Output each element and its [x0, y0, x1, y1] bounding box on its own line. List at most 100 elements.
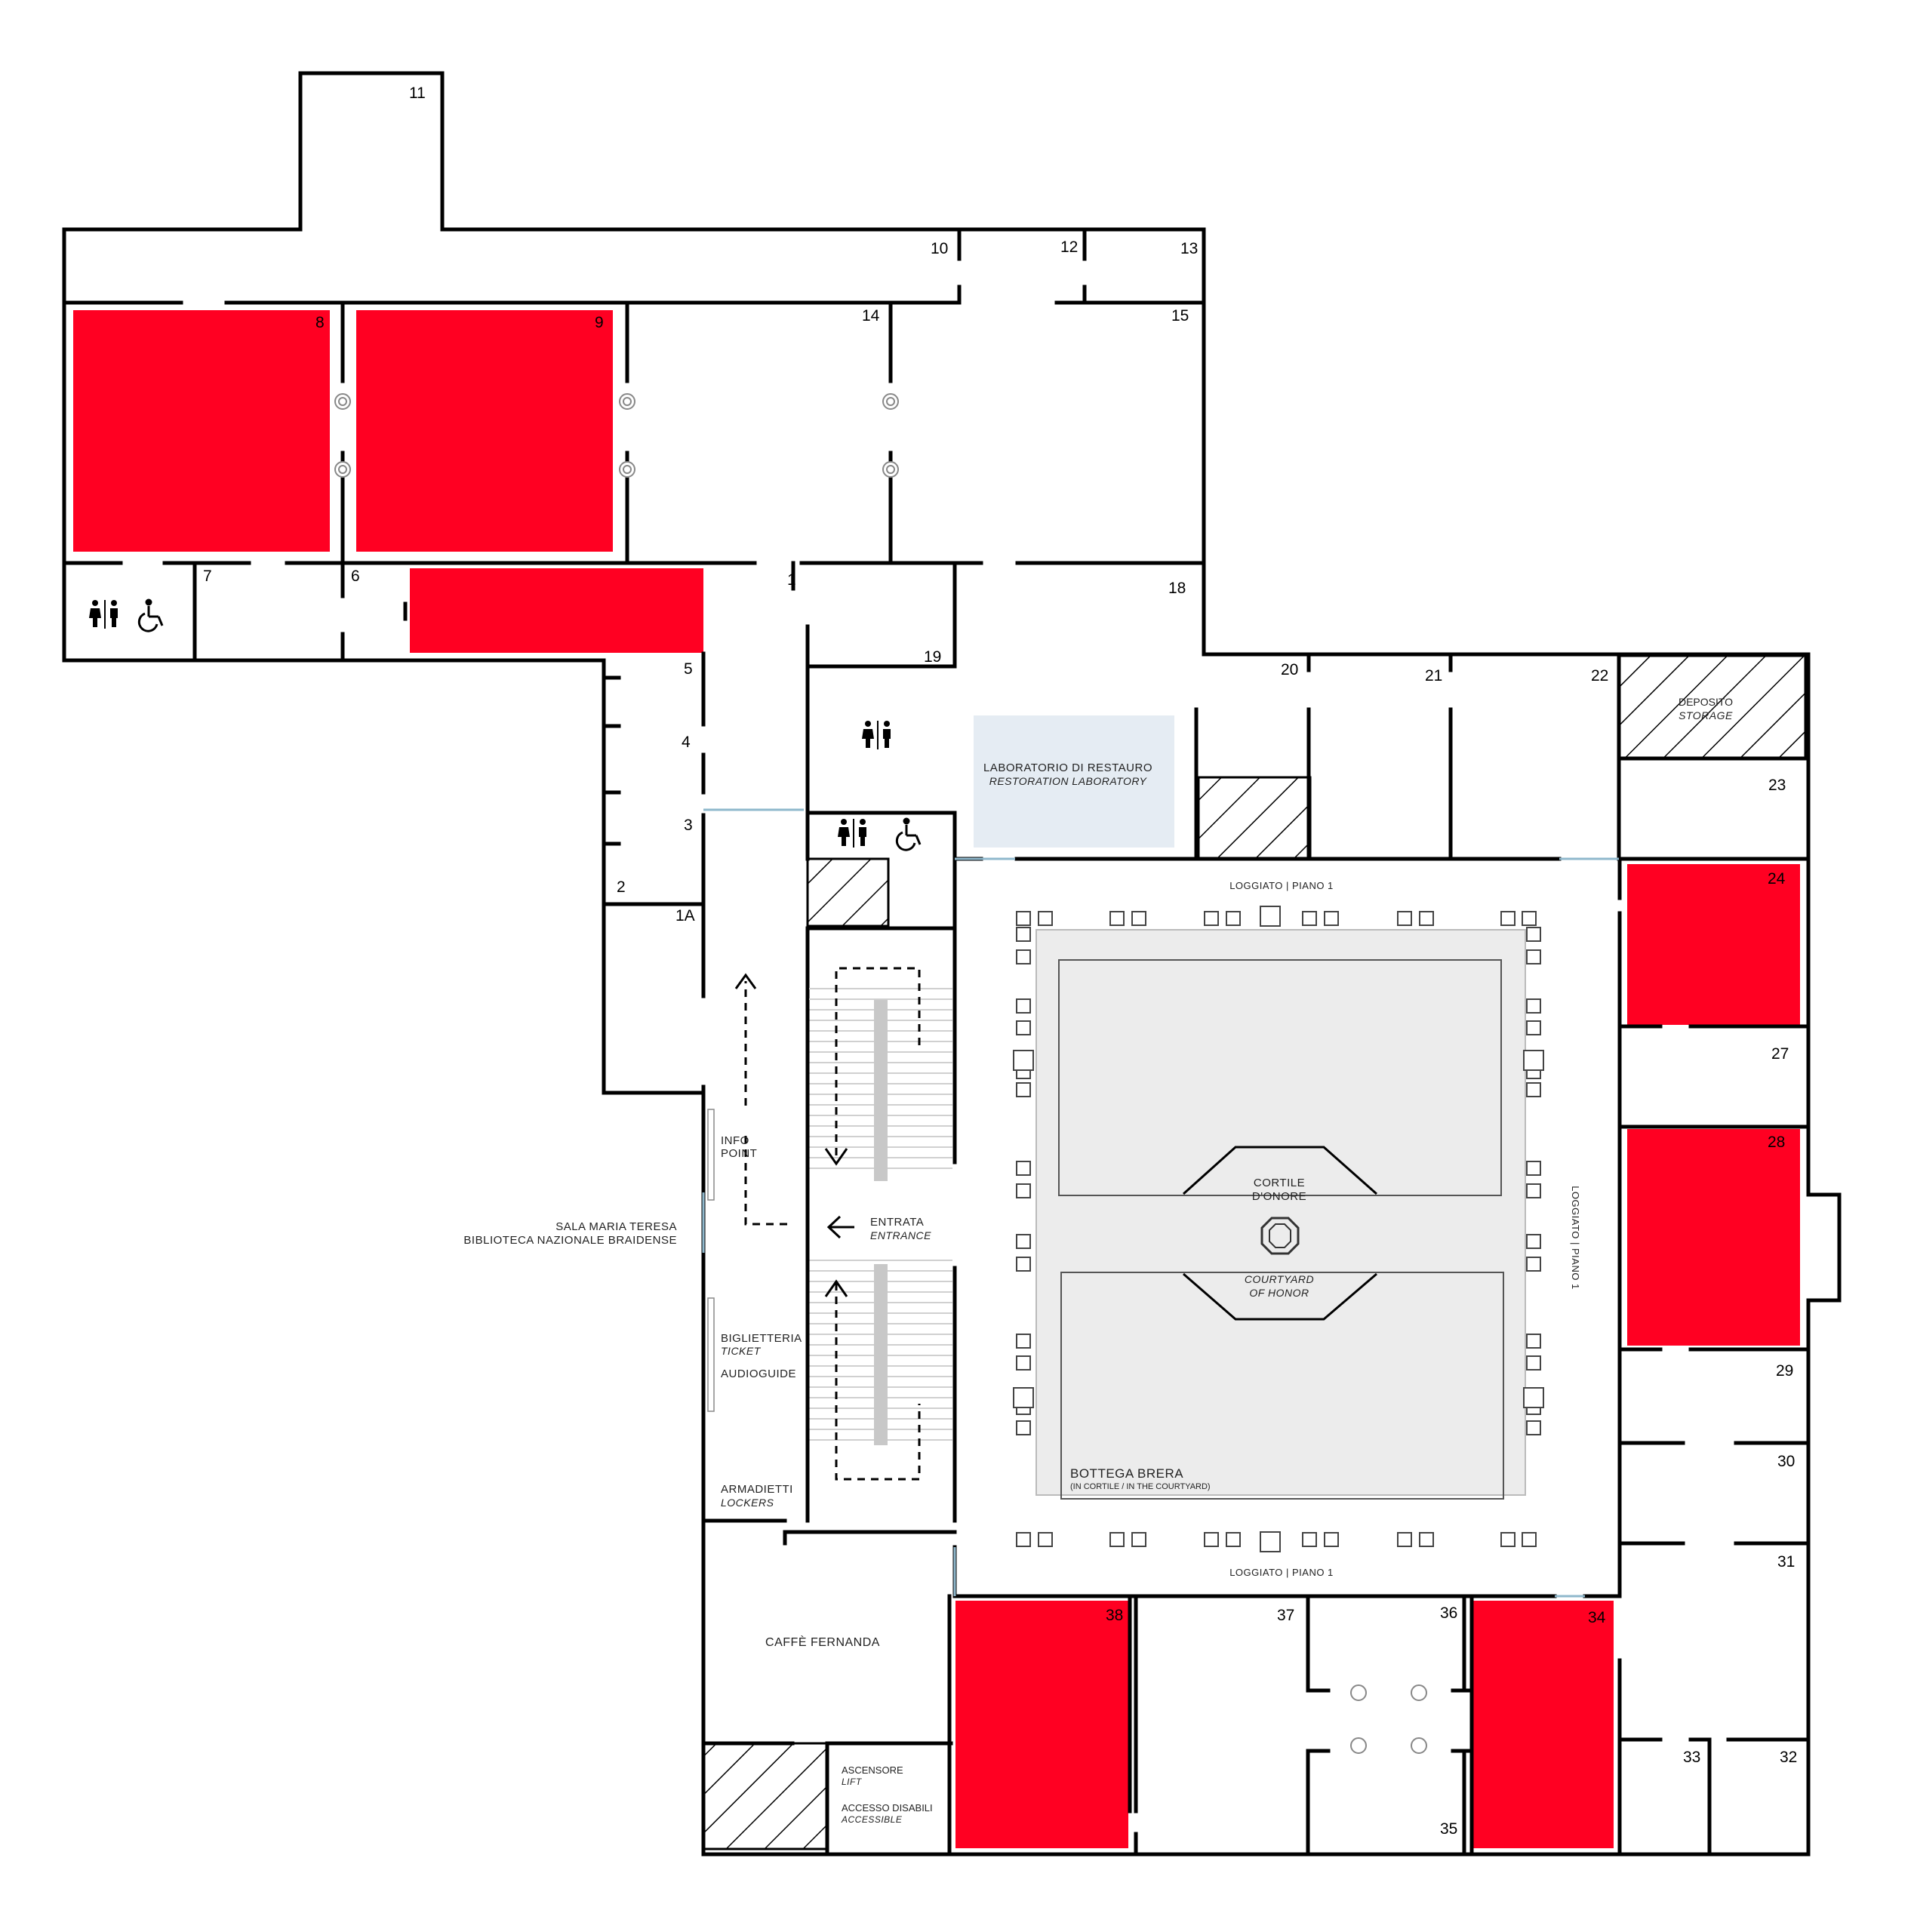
room-number-8: 8 — [315, 314, 325, 331]
loggia-column — [1419, 1532, 1434, 1547]
storage-hatch — [1618, 654, 1807, 760]
room-number-12: 12 — [1060, 238, 1078, 256]
restroom-icon — [862, 721, 891, 749]
loggia-column — [1016, 1355, 1031, 1371]
room-number-1a: 1A — [675, 907, 695, 924]
donore-label: D'ONORE — [1252, 1190, 1306, 1203]
loggiato-bottom-label: LOGGIATO | PIANO 1 — [1229, 1567, 1334, 1578]
room-number-6: 6 — [351, 568, 360, 585]
loggia-column — [1500, 911, 1516, 926]
restroom-icon — [838, 819, 866, 848]
loggiato-columns — [1013, 906, 1544, 1552]
room-number-2: 2 — [617, 878, 626, 896]
glass-doors — [702, 808, 1619, 1598]
room-number-5: 5 — [684, 660, 693, 678]
loggia-column — [1016, 998, 1031, 1014]
room-24-highlight[interactable] — [1627, 864, 1800, 1025]
wheelchair-icon — [895, 817, 922, 851]
room-34-highlight[interactable] — [1472, 1601, 1614, 1848]
room-9-highlight[interactable] — [356, 310, 613, 552]
corridor-highlight[interactable] — [410, 568, 703, 653]
loggia-column — [1419, 911, 1434, 926]
room-number-37: 37 — [1277, 1607, 1294, 1624]
loggia-column — [1324, 1532, 1339, 1547]
loggia-column — [1526, 1257, 1541, 1272]
accesso-label: ACCESSO DISABILI — [842, 1802, 933, 1814]
armadietti-label: ARMADIETTI — [721, 1483, 793, 1496]
route-dashed-arrow — [744, 1136, 787, 1226]
loggia-column — [1016, 1420, 1031, 1435]
loggia-column — [1523, 1050, 1544, 1071]
loggia-column — [1260, 906, 1281, 927]
ascensore-label: ASCENSORE — [842, 1764, 903, 1776]
courtyard-fountain-icon — [1260, 1217, 1300, 1255]
room-8-highlight[interactable] — [73, 310, 330, 552]
room-number-24: 24 — [1768, 870, 1786, 888]
laboratorio-label: LABORATORIO DI RESTAURO — [983, 761, 1152, 774]
loggia-column — [1016, 1234, 1031, 1249]
loggia-column — [1397, 911, 1412, 926]
loggia-column — [1109, 911, 1125, 926]
room-number-28: 28 — [1768, 1134, 1785, 1151]
loggia-column — [1526, 998, 1541, 1014]
storage-label: STORAGE — [1679, 709, 1733, 721]
room-number-14: 14 — [862, 307, 880, 325]
restroom-icon — [89, 600, 118, 629]
loggia-column — [1526, 1234, 1541, 1249]
loggia-column — [1016, 1257, 1031, 1272]
loggia-column — [1522, 1532, 1537, 1547]
accessible-label: ACCESSIBLE — [841, 1814, 903, 1825]
entrance-arrow-icon — [826, 1215, 854, 1239]
room-number-31: 31 — [1777, 1553, 1795, 1571]
point-label: POINT — [721, 1147, 757, 1160]
loggia-column — [1016, 1334, 1031, 1349]
room-38-highlight[interactable] — [955, 1601, 1128, 1848]
east-wing-walls — [1194, 652, 1811, 1857]
loggia-column — [1013, 1387, 1034, 1408]
room-number-32: 32 — [1780, 1749, 1797, 1766]
courtyard-upper-bed — [1058, 959, 1502, 1196]
room-number-11: 11 — [409, 85, 426, 102]
loggia-column — [1038, 1532, 1053, 1547]
loggia-column — [1526, 949, 1541, 964]
of-honor-label: OF HONOR — [1249, 1287, 1309, 1299]
lift-shaft-hatch — [806, 857, 890, 928]
ticket-counter — [707, 1297, 715, 1412]
room-number-19: 19 — [924, 648, 941, 666]
biblioteca-label: BIBLIOTECA NAZIONALE BRAIDENSE — [463, 1234, 677, 1247]
loggia-column — [1526, 1161, 1541, 1176]
loggia-column — [1016, 927, 1031, 942]
loggia-column — [1522, 911, 1537, 926]
room-number-10: 10 — [931, 240, 948, 257]
courtyard-upper-path — [1182, 1146, 1377, 1195]
wheelchair-icon — [137, 598, 164, 632]
loggia-column — [1016, 911, 1031, 926]
room-number-27: 27 — [1771, 1045, 1789, 1063]
room-number-1: 1 — [787, 571, 796, 589]
loggia-column — [1526, 1082, 1541, 1097]
room-28-highlight[interactable] — [1627, 1129, 1800, 1346]
loggia-column — [1526, 1334, 1541, 1349]
loggia-column — [1016, 1183, 1031, 1198]
room-number-30: 30 — [1777, 1453, 1795, 1470]
loggia-column — [1526, 927, 1541, 942]
lift-label: LIFT — [842, 1777, 863, 1787]
staircase — [805, 967, 952, 1521]
caffe-label: CAFFÈ FERNANDA — [765, 1635, 880, 1649]
loggia-column — [1109, 1532, 1125, 1547]
room-number-29: 29 — [1776, 1362, 1793, 1380]
loggia-column — [1131, 911, 1146, 926]
loggia-column — [1526, 1183, 1541, 1198]
courtyard-lower-path — [1183, 1272, 1377, 1321]
courtyard-of-honor — [1035, 929, 1526, 1496]
loggiato-top-label: LOGGIATO | PIANO 1 — [1229, 880, 1334, 891]
loggia-column — [1526, 1020, 1541, 1035]
bottega-label: BOTTEGA BRERA — [1070, 1466, 1183, 1481]
sala-label: SALA MARIA TERESA — [555, 1220, 677, 1233]
loggia-column — [1016, 1532, 1031, 1547]
restoration-label: RESTORATION LABORATORY — [989, 775, 1148, 787]
room-number-20: 20 — [1281, 661, 1298, 678]
loggia-column — [1302, 1532, 1317, 1547]
lockers-label: LOCKERS — [721, 1497, 774, 1509]
room-numbers: 11 10 12 13 8 9 14 15 7 6 1 18 5 19 20 2… — [203, 85, 1797, 1838]
